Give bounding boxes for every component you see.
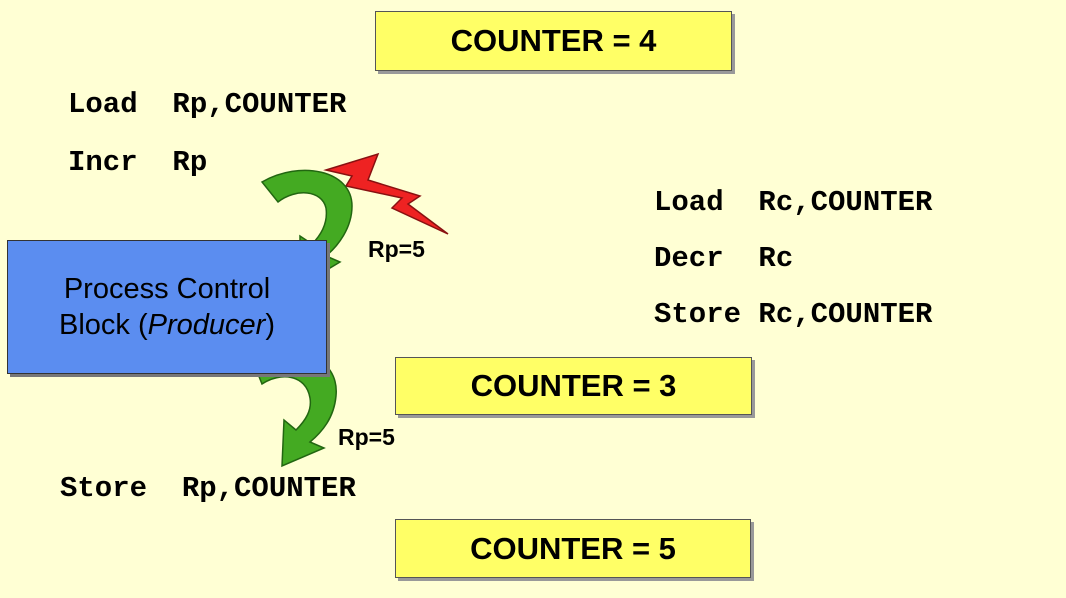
consumer-store-instruction: Store Rc,COUNTER <box>654 298 933 331</box>
pcb-line2: Block (Producer) <box>59 307 275 343</box>
counter-box-top: COUNTER = 4 <box>375 11 732 71</box>
rp-restore-label: Rp=5 <box>338 424 395 450</box>
consumer-load-instruction: Load Rc,COUNTER <box>654 186 933 219</box>
interrupt-lightning-icon <box>323 152 449 235</box>
producer-incr-instruction: Incr Rp <box>68 146 208 179</box>
producer-store-instruction: Store Rp,COUNTER <box>60 472 356 505</box>
pcb-line1: Process Control <box>63 272 271 305</box>
counter-value-bottom: COUNTER = 5 <box>470 530 676 566</box>
counter-box-middle: COUNTER = 3 <box>395 357 752 415</box>
process-control-block: Process Control Block (Producer) <box>7 240 327 374</box>
pcb-line2-suffix: ) <box>265 309 275 341</box>
rp-save-label: Rp=5 <box>368 236 425 262</box>
pcb-line2-prefix: Block ( <box>59 309 148 341</box>
consumer-decr-instruction: Decr Rc <box>654 242 794 275</box>
counter-value-top: COUNTER = 4 <box>450 23 657 58</box>
save-arrow-icon <box>260 169 353 288</box>
pcb-process-name: Producer <box>147 309 266 341</box>
counter-value-middle: COUNTER = 3 <box>470 368 677 403</box>
counter-box-bottom: COUNTER = 5 <box>395 519 751 578</box>
producer-load-instruction: Load Rp,COUNTER <box>68 88 347 121</box>
